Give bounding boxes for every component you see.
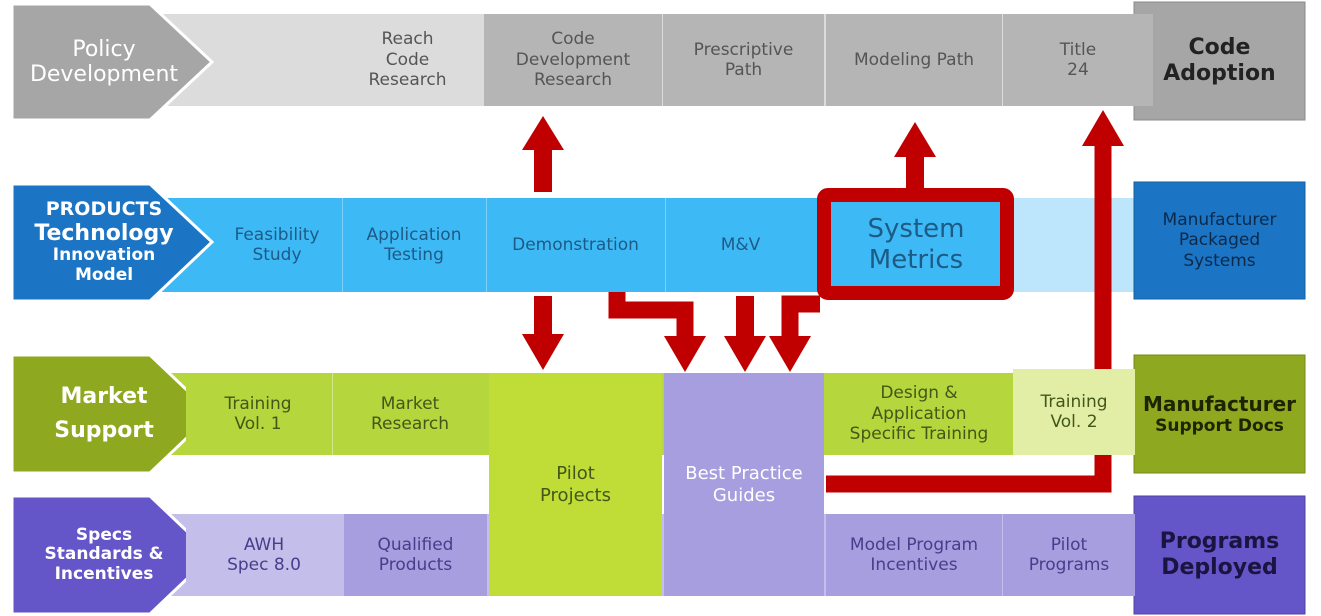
arrow-down-pilot-head xyxy=(522,334,564,370)
specs-label: Specs Standards & Incentives xyxy=(44,524,164,584)
arrow-elbow-demo-head xyxy=(664,336,706,372)
products-item-demonstration: Demonstration xyxy=(486,198,664,292)
policy-end-label: Code Adoption xyxy=(1163,34,1276,86)
products-label-mid: Technology xyxy=(34,220,174,246)
market-item-market-research: Market Research xyxy=(332,373,487,455)
products-item-feasibility: Feasibility Study xyxy=(214,198,340,292)
products-item-mv: M&V xyxy=(665,198,815,292)
market-end-main: Manufacturer xyxy=(1142,391,1297,416)
arrow-down-pilot-shaft xyxy=(534,296,552,336)
arrow-mv-shaft xyxy=(736,296,754,338)
products-label-bottom: Innovation Model xyxy=(52,245,156,285)
specs-item-pilot-programs: Pilot Programs xyxy=(1003,514,1135,596)
pilot-projects-box: Pilot Projects xyxy=(489,373,662,596)
policy-item-code-dev: Code Development Research xyxy=(484,14,662,106)
arrow-metrics-up-head xyxy=(894,122,936,157)
market-item-training-vol2: Training Vol. 2 xyxy=(1013,369,1135,455)
arrow-elbow-demo-shaft xyxy=(608,292,694,338)
arrow-title24-head xyxy=(1082,110,1124,146)
market-item-training-vol1: Training Vol. 1 xyxy=(186,373,330,455)
products-item-app-testing: Application Testing xyxy=(342,198,485,292)
specs-item-awh: AWH Spec 8.0 xyxy=(186,514,342,596)
market-label: Market Support xyxy=(54,383,154,443)
specs-end-label: Programs Deployed xyxy=(1159,528,1280,580)
products-label-top: PRODUCTS xyxy=(45,197,163,220)
market-item-design-training: Design & Application Specific Training xyxy=(826,373,1012,455)
market-end-label: Manufacturer Support Docs xyxy=(1134,355,1305,473)
products-item-system-metrics: System Metrics xyxy=(835,206,997,284)
arrow-mv-head xyxy=(724,336,766,372)
policy-item-reach-code: Reach Code Research xyxy=(330,14,485,106)
policy-label: Policy Development xyxy=(29,36,179,87)
specs-item-model-program: Model Program Incentives xyxy=(826,514,1002,596)
policy-item-prescriptive: Prescriptive Path xyxy=(663,14,824,106)
products-band-light xyxy=(1012,198,1142,292)
best-practice-guides-box: Best Practice Guides xyxy=(664,373,824,596)
arrow-metrics-shaft xyxy=(781,295,820,338)
specs-item-qualified: Qualified Products xyxy=(344,514,487,596)
arrow-up-code-dev-shaft xyxy=(534,150,552,192)
policy-item-modeling: Modeling Path xyxy=(826,14,1002,106)
policy-item-title24: Title 24 xyxy=(1003,14,1153,106)
market-end-sub: Support Docs xyxy=(1155,415,1284,436)
arrow-metrics-head xyxy=(769,336,811,372)
arrow-up-code-dev-head xyxy=(522,116,564,150)
products-end-label: Manufacturer Packaged Systems xyxy=(1162,209,1277,271)
arrow-metrics-up-shaft xyxy=(906,155,924,195)
products-label: PRODUCTS Technology Innovation Model xyxy=(14,186,194,298)
